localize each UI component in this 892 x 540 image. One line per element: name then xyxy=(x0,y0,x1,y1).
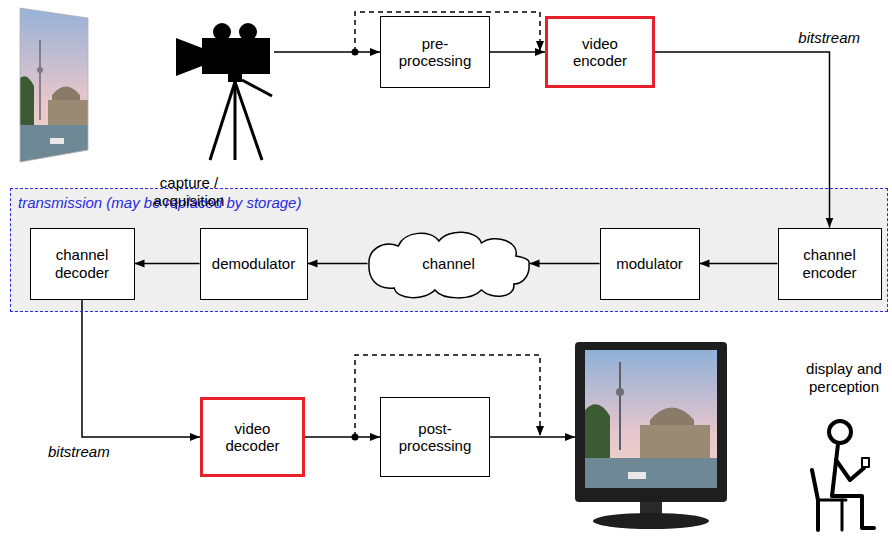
box-label: demodulator xyxy=(212,255,295,272)
signal-lines xyxy=(274,12,575,437)
process-box: post-processing xyxy=(380,397,490,477)
box-label: video decoder xyxy=(211,420,295,455)
band-fill xyxy=(10,188,888,312)
box-label: pre-processing xyxy=(393,35,477,70)
source-photo xyxy=(18,0,90,165)
flow-arrow xyxy=(700,263,778,265)
process-box: pre-processing xyxy=(380,16,490,88)
process-box: demodulator xyxy=(200,228,308,300)
process-box: modulator xyxy=(600,228,700,300)
process-box: channel decoder xyxy=(30,228,135,300)
box-label: post-processing xyxy=(393,420,477,455)
flow-arrow xyxy=(135,263,200,265)
box-label: modulator xyxy=(616,255,683,272)
flow-arrow xyxy=(308,263,368,265)
box-label: video encoder xyxy=(558,35,642,70)
box-label: channel xyxy=(422,255,475,272)
encoder-box: video encoder xyxy=(545,16,655,88)
monitor-symbol xyxy=(575,342,727,529)
photo-frame xyxy=(20,8,88,162)
process-box: channel encoder xyxy=(778,228,882,300)
box-label: channel encoder xyxy=(788,246,872,281)
signal-label: bitstream xyxy=(48,443,128,461)
signal-label: bitstream xyxy=(780,29,860,47)
viewer-figure xyxy=(812,421,874,530)
flow-arrow xyxy=(82,300,200,438)
flow-arrow xyxy=(490,51,545,53)
camera-symbol xyxy=(176,23,272,160)
caption-text: capture / acquisition xyxy=(146,174,232,210)
flow-arrow xyxy=(655,52,830,228)
flow-arrow xyxy=(305,436,380,438)
junction-dot xyxy=(352,49,359,56)
box-label: channel decoder xyxy=(40,246,124,281)
channel-cloud: channel xyxy=(368,228,530,300)
caption-text: display and perception xyxy=(806,360,882,396)
decoder-box: video decoder xyxy=(200,397,305,477)
transmission-band: transmission (may be replaced by storage… xyxy=(10,188,888,312)
flow-arrow xyxy=(530,263,600,265)
